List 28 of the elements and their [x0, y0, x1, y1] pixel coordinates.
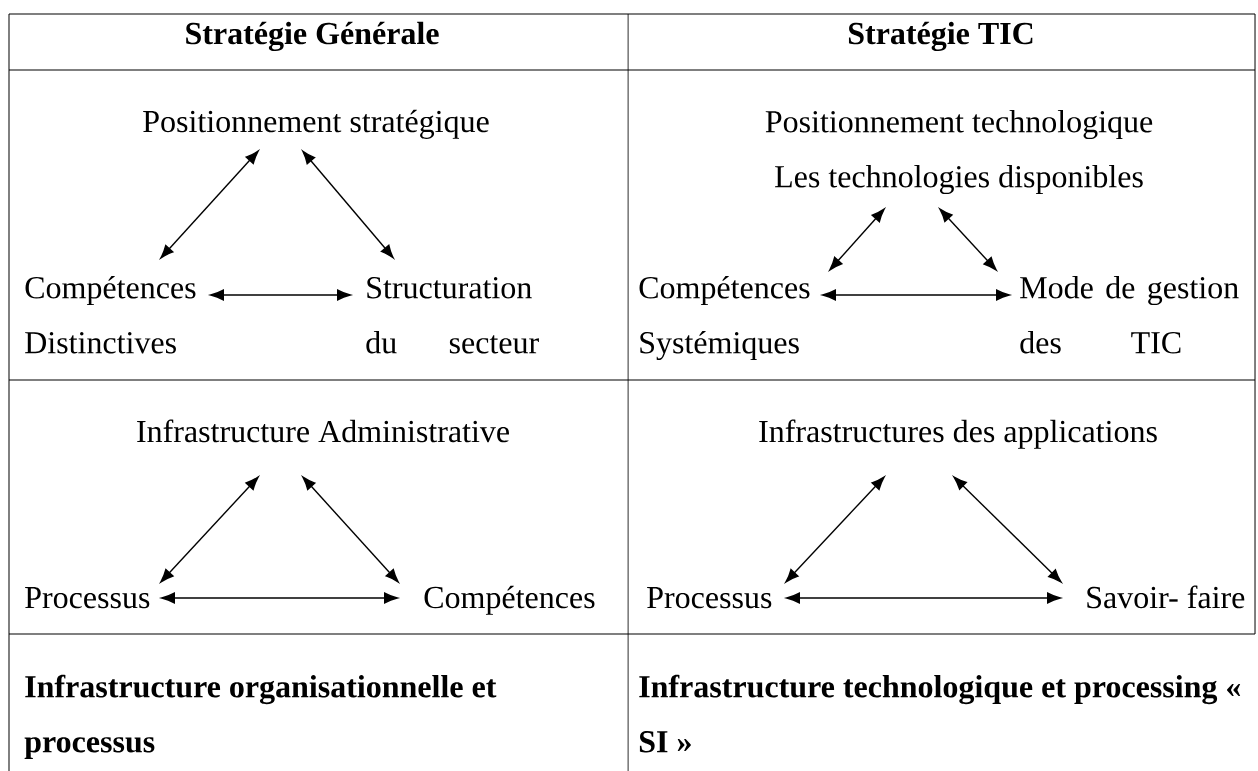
concept-label: Compétences Distinctives — [25, 275, 196, 354]
double-arrow — [939, 208, 997, 271]
concept-label: Mode de gestion des TIC — [1020, 276, 1239, 354]
row-caption: Infrastructure organisationnelle et processus — [24, 674, 497, 759]
concept-label: Positionnement technologique Les technologies disponibles — [765, 110, 1153, 195]
double-arrow — [829, 208, 885, 271]
concept-label: Positionnement stratégique — [143, 109, 489, 139]
double-arrow — [210, 289, 351, 301]
concept-label: Compétences — [424, 585, 595, 615]
concept-label: Infrastructure Administrative — [137, 419, 509, 443]
double-arrow — [822, 289, 1010, 301]
concept-label: Compétences Systémiques — [639, 275, 810, 361]
double-arrow — [953, 476, 1062, 583]
double-arrow — [786, 592, 1061, 604]
concept-label: Structuration du secteur — [366, 277, 539, 354]
concept-label: Processus — [647, 587, 772, 609]
double-arrow — [785, 476, 885, 583]
concept-label: Infrastructures des applications — [759, 419, 1157, 449]
column-header: Stratégie Générale — [186, 21, 439, 52]
double-arrow — [160, 150, 259, 259]
double-arrow — [160, 476, 259, 583]
concept-label: Processus — [25, 587, 150, 609]
column-header: Stratégie TIC — [848, 21, 1033, 52]
row-caption: Infrastructure technologique et processing « SI » — [639, 674, 1241, 753]
double-arrow — [302, 150, 394, 259]
double-arrow — [161, 592, 398, 604]
double-arrow — [302, 476, 399, 583]
concept-label: Savoir- faire — [1087, 585, 1245, 609]
